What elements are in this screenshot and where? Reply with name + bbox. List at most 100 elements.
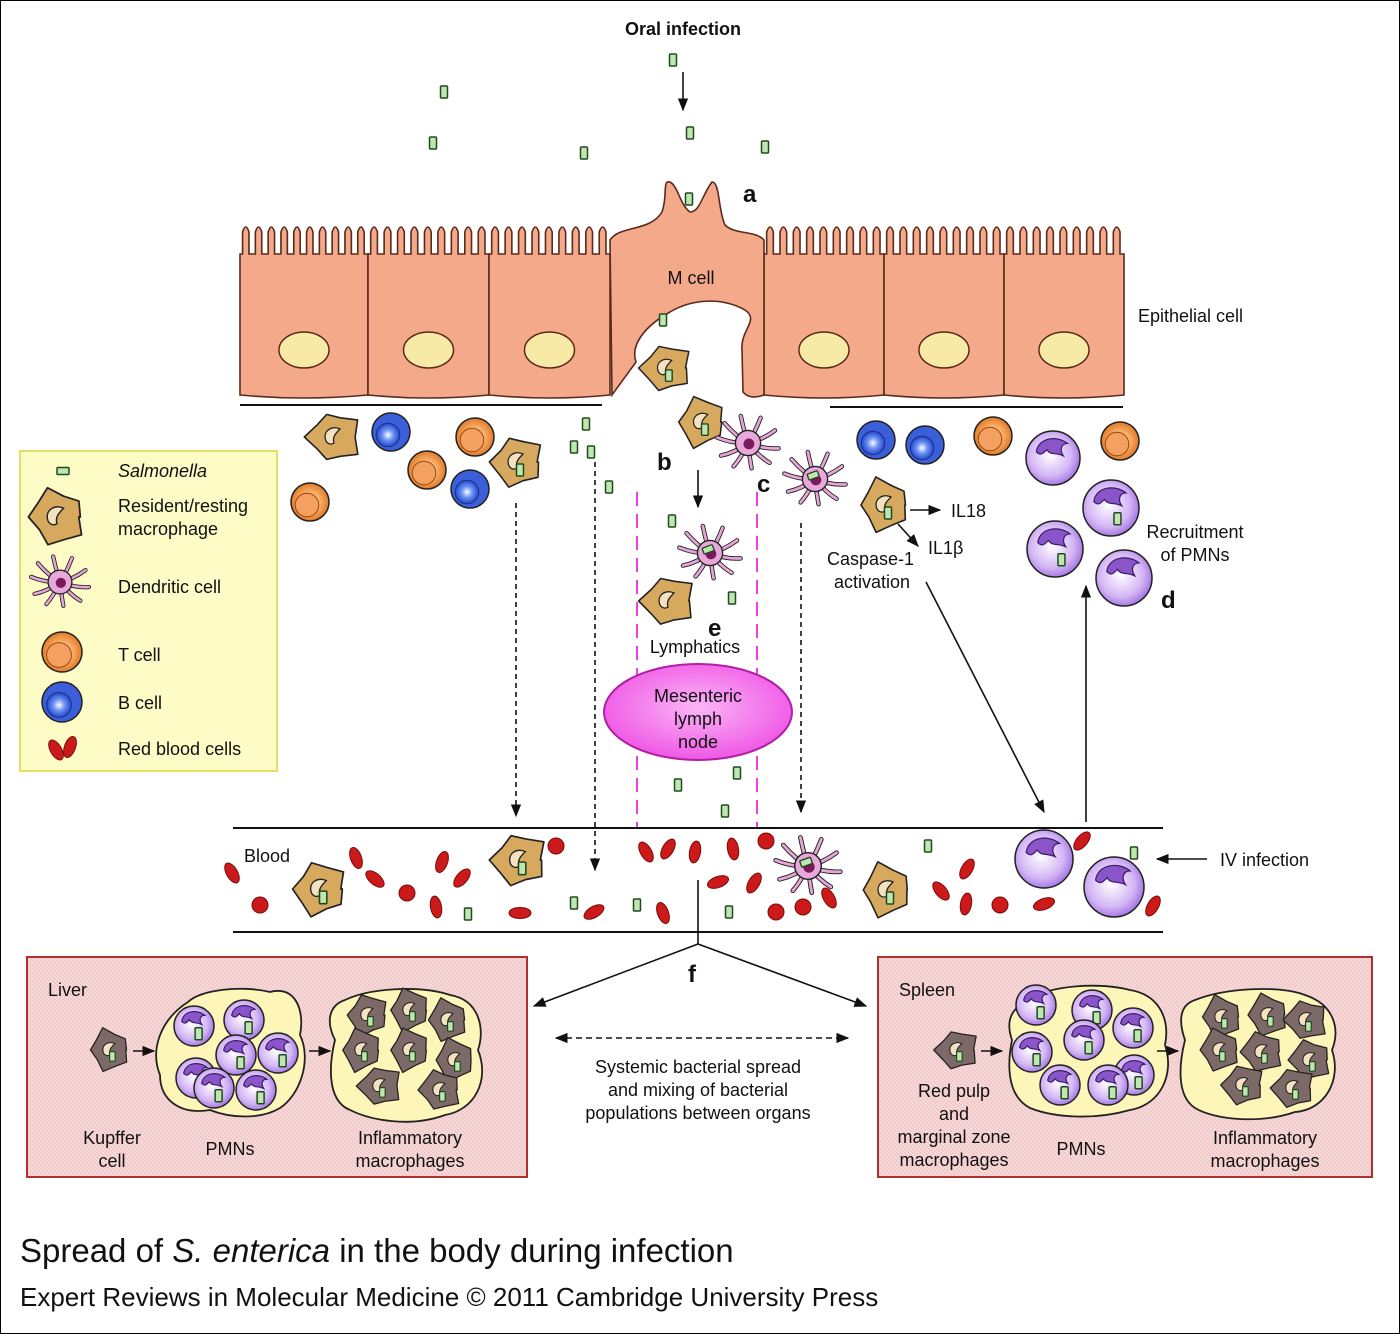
salmonella-icon (806, 470, 820, 481)
inflammatory-macrophage-icon (1201, 994, 1240, 1040)
m-cell-label: M cell (667, 268, 714, 288)
salmonella-icon (684, 192, 694, 206)
red-blood-cell-icon (706, 875, 730, 889)
salmonella-icon (885, 891, 895, 905)
b-cell-icon (450, 469, 490, 509)
recruitment-label-2: of PMNs (1160, 545, 1229, 565)
inflammatory-macrophage-icon (417, 1069, 460, 1110)
red-pulp-label-2: and (939, 1104, 969, 1124)
inflammatory-macrophage-icon (1247, 992, 1286, 1037)
salmonella-icon (667, 514, 677, 528)
salmonella-icon (700, 423, 709, 437)
liver-inflammatory-label-2: macrophages (355, 1151, 464, 1171)
inflammatory-macrophage-icon (1287, 1039, 1330, 1080)
spleen-title: Spleen (899, 980, 955, 1000)
spleen-pmns-label: PMNs (1057, 1139, 1106, 1159)
salmonella-icon (727, 591, 737, 605)
step-letter-b: b (657, 449, 672, 476)
salmonella-icon (664, 369, 673, 383)
red-blood-cell-icon (959, 858, 975, 880)
salmonella-icon (194, 1026, 203, 1041)
legend-label-b-cell: B cell (118, 693, 162, 713)
lymphatics-label: Lymphatics (650, 637, 740, 657)
salmonella-icon (1113, 512, 1122, 526)
salmonella-icon (1129, 846, 1139, 860)
macrophage-icon (488, 437, 542, 488)
salmonella-icon (1304, 1021, 1312, 1032)
macrophage-icon (677, 395, 723, 450)
red-blood-cell-icon (688, 840, 702, 864)
step-letter-a: a (743, 181, 757, 208)
salmonella-icon (428, 136, 438, 150)
salmonella-icon (701, 544, 715, 555)
b-cell-icon (856, 420, 896, 460)
red-blood-cell-icon (583, 904, 605, 920)
salmonella-icon (1266, 1016, 1274, 1027)
legend-label-salmonella: Salmonella (118, 461, 207, 481)
salmonella-icon (515, 463, 525, 477)
red-blood-cell-icon (932, 881, 950, 901)
pmn-icon (1087, 1064, 1129, 1106)
epithelial-cell-1 (239, 226, 369, 399)
epithelial-cell-5 (883, 226, 1005, 399)
macrophage-icon (860, 476, 907, 534)
red-blood-cell-icon (48, 739, 64, 761)
macrophage-icon (488, 834, 545, 887)
macrophage-icon (637, 345, 690, 392)
legend-label-macrophage-1: Resident/resting (118, 496, 248, 516)
m-cell (609, 181, 765, 398)
red-blood-cell-icon (726, 837, 740, 861)
arrow-il1b (897, 523, 919, 547)
macrophage-icon (637, 577, 693, 625)
legend-label-rbc: Red blood cells (118, 739, 241, 759)
pmn-icon (1082, 479, 1140, 537)
red-blood-cell-icon (746, 872, 762, 894)
pmn-icon (1083, 856, 1145, 918)
red-blood-cell-icon (429, 895, 443, 919)
dendritic-cell-icon (773, 835, 843, 895)
salmonella-icon (1308, 1061, 1316, 1072)
salmonella-icon (569, 440, 579, 454)
lymph-node-label-3: node (678, 732, 718, 752)
caption-title-post: in the body during infection (330, 1232, 734, 1269)
red-blood-cell-icon (991, 896, 1009, 914)
epithelial-cell-3 (488, 226, 611, 399)
t-cell-icon (973, 416, 1013, 456)
pmn-icon (235, 1069, 277, 1111)
dendritic-cell-icon (28, 554, 92, 608)
red-pulp-label-1: Red pulp (918, 1081, 990, 1101)
inflammatory-macrophage-icon (1199, 1027, 1238, 1072)
mesenteric-lymph-node (603, 663, 793, 761)
red-blood-cell-icon (251, 896, 269, 914)
legend-label-dendritic: Dendritic cell (118, 577, 221, 597)
salmonella-icon (1032, 1052, 1041, 1067)
salmonella-icon (569, 896, 579, 910)
inflammatory-macrophage-icon (427, 997, 466, 1043)
salmonella-icon (632, 898, 642, 912)
red-blood-cell-icon (547, 837, 565, 855)
kupffer-label-2: cell (98, 1151, 125, 1171)
salmonella-icon (923, 839, 933, 853)
nucleus-5 (918, 331, 970, 369)
salmonella-icon (1291, 1089, 1299, 1100)
red-blood-cell-icon (794, 898, 812, 916)
dendritic-cell-icon (782, 449, 848, 507)
inflammatory-macrophage-icon (390, 987, 428, 1034)
caption-title-species: S. enterica (172, 1232, 331, 1269)
pmn-icon (193, 1067, 235, 1109)
arrows (133, 72, 1207, 1057)
salmonella-icon (108, 1051, 116, 1062)
inflammatory-macrophage-icon (435, 1036, 472, 1084)
salmonella-icon (724, 905, 734, 919)
figure-caption-source: Expert Reviews in Molecular Medicine © 2… (20, 1282, 879, 1312)
pmn-icon (1011, 1031, 1053, 1073)
pmn-icon (1113, 1054, 1155, 1096)
pmn-icon (1025, 430, 1081, 486)
epithelial-cell-6 (1003, 226, 1125, 399)
salmonella-icon (799, 856, 814, 868)
salmonella-icon (453, 1061, 461, 1072)
legend-label-macrophage-2: macrophage (118, 519, 218, 539)
salmonella-icon (1092, 1010, 1101, 1025)
macrophage-icon (862, 861, 909, 919)
